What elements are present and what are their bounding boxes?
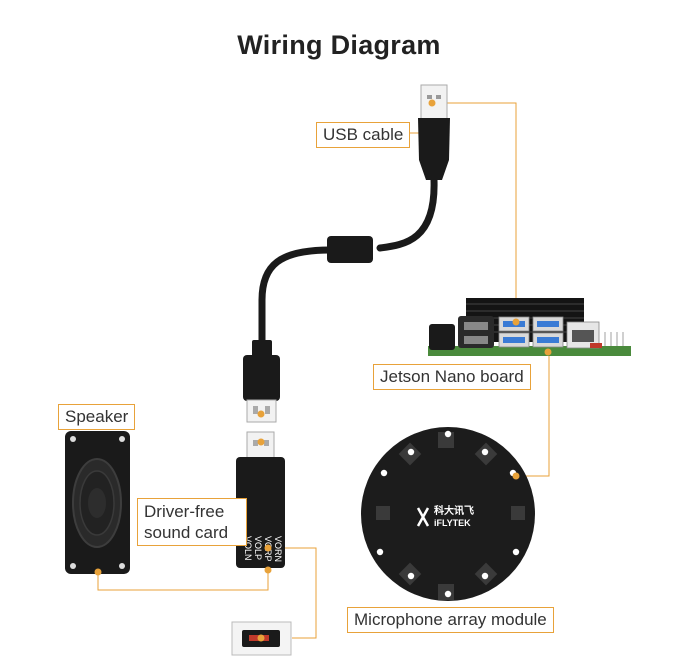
sound-card-label-line2: sound card [144, 523, 229, 542]
soundcard-to-connector-leader [268, 547, 317, 639]
diagram-title: Wiring Diagram [237, 30, 441, 60]
pin-label-voln: VOLN [243, 536, 253, 561]
board-to-mic-leader [516, 352, 550, 477]
microphone-array-label: Microphone array module [347, 607, 554, 633]
ferrite-core [327, 236, 373, 263]
usb-cable-label: USB cable [316, 122, 411, 148]
usb-plug-top-body [418, 118, 450, 180]
speaker-to-soundcard-leader [97, 570, 269, 591]
speaker-image [65, 431, 130, 574]
sound-card-device [236, 431, 285, 568]
pin-label-volp: VOLP [253, 536, 263, 560]
usb-female-connector [243, 355, 280, 401]
jetson-board-label: Jetson Nano board [373, 364, 531, 390]
microphone-array-image [361, 427, 535, 601]
iflytek-logo-icon [416, 507, 430, 527]
connection-dots [94, 99, 552, 642]
mic-logo-cn: 科大讯飞 [434, 504, 474, 517]
speaker-label: Speaker [58, 404, 136, 430]
usb-to-board-leader [432, 102, 517, 322]
sound-card-pins: VORN VORP VOLP VOLN [243, 536, 283, 562]
mic-logo-en: iFLYTEK [434, 518, 471, 528]
jetson-nano-board-image [428, 298, 631, 356]
pin-label-vorn: VORN [273, 536, 283, 562]
sound-card-label-line1: Driver-free [144, 502, 225, 521]
sound-card-label: Driver-free sound card [137, 498, 247, 546]
